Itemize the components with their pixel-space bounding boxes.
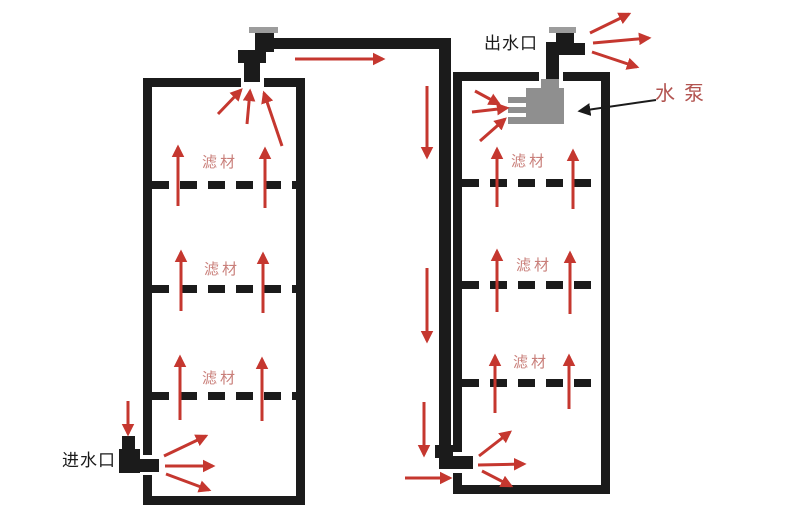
flow-arrow	[592, 32, 652, 46]
left-valve-handle	[249, 27, 278, 33]
flow-arrow	[591, 50, 640, 70]
connecting-pipe-horizontal	[262, 38, 451, 49]
inlet-elbow-arm	[130, 459, 159, 472]
connecting-pipe-vertical	[439, 38, 451, 469]
left-valve-collar	[238, 50, 266, 63]
pump-label: 水泵	[655, 83, 713, 105]
pump-outlet-stub	[541, 79, 559, 90]
filter-media-label: 滤材	[511, 153, 548, 170]
outlet-label: 出水口	[484, 34, 538, 53]
flow-arrow	[589, 12, 632, 35]
filter-media-label: 滤材	[516, 257, 553, 274]
media-tray-divider	[462, 179, 601, 187]
pipe-elbow-collar	[435, 445, 453, 458]
pump-intake-fin	[508, 107, 528, 113]
outlet-faucet-spout	[546, 43, 585, 55]
media-tray-divider	[152, 392, 296, 400]
filter-media-label: 滤材	[204, 261, 241, 278]
pump-intake-fin	[508, 97, 528, 103]
media-tray-divider	[152, 181, 296, 189]
filter-media-label: 滤材	[202, 370, 239, 387]
outlet-faucet-knob	[556, 33, 574, 44]
water-pump-body	[526, 88, 564, 124]
filter-media-label: 滤材	[202, 154, 239, 171]
left-tank-top-opening	[241, 77, 264, 88]
right-tank-inlet-arm	[439, 456, 473, 469]
left-valve-body	[255, 32, 274, 52]
outlet-faucet-handle	[549, 27, 576, 33]
media-tray-divider	[462, 379, 601, 387]
inlet-label: 进水口	[62, 451, 116, 470]
filter-media-label: 滤材	[513, 354, 550, 371]
media-tray-divider	[152, 285, 296, 293]
pump-intake-fin	[508, 117, 528, 124]
media-tray-divider	[462, 281, 601, 289]
